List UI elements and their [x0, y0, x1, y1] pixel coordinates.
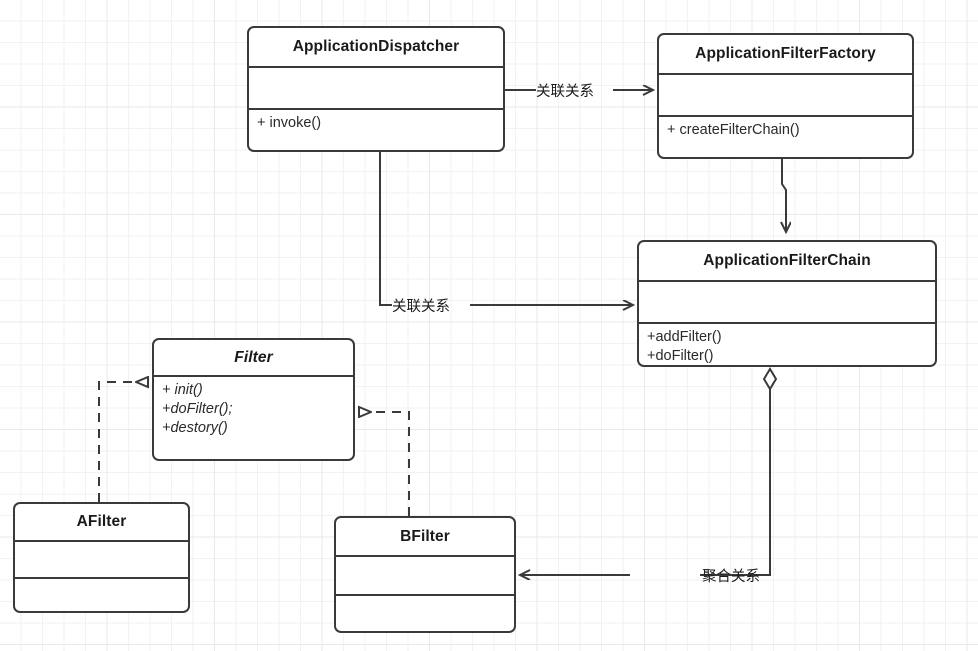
class-methods-bfilter — [336, 596, 514, 631]
class-title-application-filter-factory: ApplicationFilterFactory — [659, 35, 912, 75]
edge-bfilter-realizes-filter — [359, 412, 410, 516]
class-methods-afilter — [15, 579, 188, 611]
method-do-filter: +doFilter() — [647, 348, 714, 365]
class-methods-application-filter-chain: +addFilter() +doFilter() — [639, 324, 935, 365]
edge-label-aggregation-chain-bfilter: 聚合关系 — [702, 569, 760, 585]
class-box-filter[interactable]: Filter + init() +doFilter(); +destory() — [152, 338, 355, 461]
class-methods-filter: + init() +doFilter(); +destory() — [154, 377, 353, 459]
class-title-filter: Filter — [154, 340, 353, 377]
class-title-application-dispatcher: ApplicationDispatcher — [249, 28, 503, 68]
class-attributes-bfilter — [336, 557, 514, 596]
edge-afilter-realizes-filter — [98, 382, 148, 502]
class-box-application-filter-chain[interactable]: ApplicationFilterChain +addFilter() +doF… — [637, 240, 937, 367]
class-title-afilter: AFilter — [15, 504, 188, 542]
edge-label-assoc-dispatcher-factory: 关联关系 — [536, 84, 594, 100]
class-attributes-application-filter-factory — [659, 75, 912, 117]
class-methods-application-filter-factory: + createFilterChain() — [659, 117, 912, 157]
class-title-bfilter: BFilter — [336, 518, 514, 557]
class-attributes-afilter — [15, 542, 188, 579]
edge-chain-aggregates-bfilter — [520, 367, 778, 575]
method-destory: +destory() — [162, 420, 228, 437]
class-title-application-filter-chain: ApplicationFilterChain — [639, 242, 935, 282]
method-invoke: + invoke() — [257, 115, 322, 131]
class-box-afilter[interactable]: AFilter — [13, 502, 190, 613]
method-init: + init() — [162, 382, 203, 398]
method-do-filter: +doFilter(); — [162, 401, 233, 418]
class-attributes-application-filter-chain — [639, 282, 935, 324]
class-box-bfilter[interactable]: BFilter — [334, 516, 516, 633]
edge-dispatcher-to-chain — [379, 152, 633, 305]
method-create-filter-chain: + createFilterChain() — [667, 122, 800, 138]
class-box-application-filter-factory[interactable]: ApplicationFilterFactory + createFilterC… — [657, 33, 914, 159]
method-add-filter: +addFilter() — [647, 329, 722, 345]
class-methods-application-dispatcher: + invoke() — [249, 110, 503, 150]
class-box-application-dispatcher[interactable]: ApplicationDispatcher + invoke() — [247, 26, 505, 152]
edge-label-assoc-dispatcher-chain: 关联关系 — [392, 299, 450, 315]
class-attributes-application-dispatcher — [249, 68, 503, 110]
edge-factory-to-chain — [782, 159, 786, 232]
